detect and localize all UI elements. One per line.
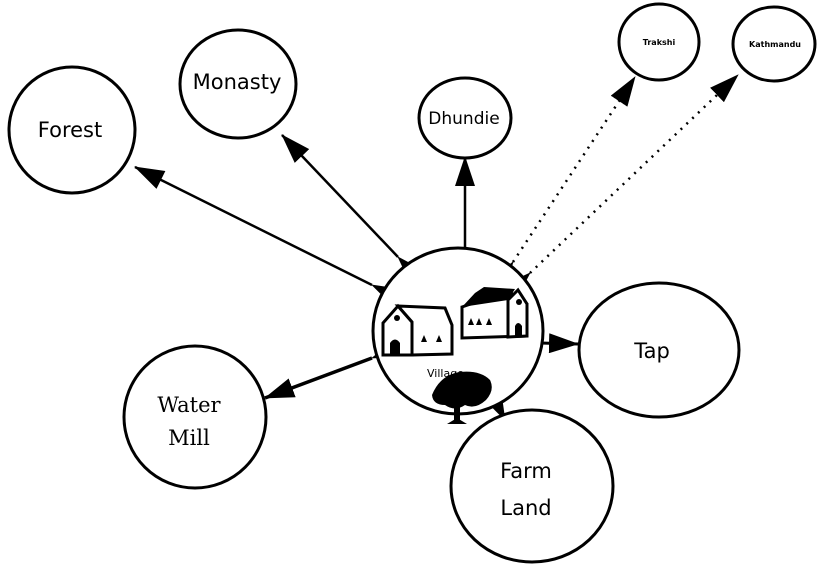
edge-village-water-mill [264,338,403,400]
node-label: Monasty [193,70,282,94]
node-label-line2: Land [500,496,551,520]
node-label: Trakshi [643,38,676,47]
house-icon [381,303,454,357]
node-label-line2: Mill [168,426,210,450]
tree-icon [432,371,492,424]
node-label-line1: Farm [500,459,552,483]
node-dhundie: Dhundie [417,76,513,160]
edge-village-monasty [281,134,426,285]
house-icon [460,287,529,340]
node-label: Village [427,367,464,380]
node-monasty: Monasty [178,28,298,140]
node-label: Forest [38,118,102,142]
node-label: Dhundie [428,109,499,129]
node-trakshi: Trakshi [617,2,701,82]
node-village: Village [371,246,545,424]
edge-village-tap [539,333,579,354]
node-label: Tap [633,339,670,363]
node-farm-land: Farm Land [449,408,615,564]
node-tap: Tap [577,281,741,419]
node-forest: Forest [7,65,137,195]
edge-village-trakshi [488,76,637,292]
node-water-mill: Water Mill [122,344,268,490]
node-kathmandu: Kathmandu [731,5,817,83]
node-label: Kathmandu [749,40,801,49]
edge-village-forest [134,165,403,307]
node-label-line1: Water [157,393,221,417]
edge-village-kathmandu [502,74,739,301]
